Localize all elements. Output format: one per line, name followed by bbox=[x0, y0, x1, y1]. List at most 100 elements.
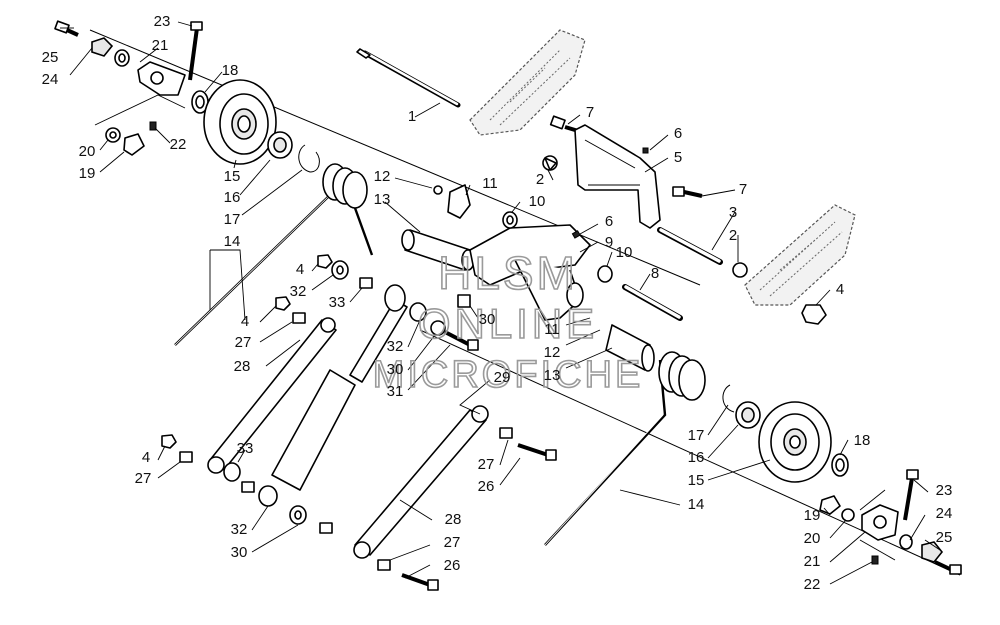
bushing-32-lower bbox=[241, 481, 255, 493]
callout-14: 14 bbox=[688, 496, 705, 513]
nut-4-mid-left bbox=[275, 296, 291, 311]
snap-ring-17-upper bbox=[298, 144, 320, 173]
callout-16: 16 bbox=[224, 189, 241, 206]
bushing-33-upper bbox=[359, 277, 373, 289]
callout-28: 28 bbox=[445, 511, 462, 528]
rocker-arm-9 bbox=[469, 224, 591, 321]
callout-9: 9 bbox=[605, 234, 613, 251]
callout-33: 33 bbox=[329, 294, 346, 311]
washer-12-upper bbox=[433, 185, 443, 195]
bushing-27-center bbox=[499, 427, 513, 439]
callout-27: 27 bbox=[235, 334, 252, 351]
callout-24: 24 bbox=[936, 505, 953, 522]
rail-upper bbox=[469, 29, 586, 136]
callout-15: 15 bbox=[224, 168, 241, 185]
mount-bracket-5 bbox=[574, 124, 661, 229]
callout-23: 23 bbox=[154, 13, 171, 30]
callout-4: 4 bbox=[142, 449, 150, 466]
callout-6: 6 bbox=[674, 125, 682, 142]
bushing-20-lower bbox=[841, 508, 855, 522]
spacer-30-center bbox=[457, 294, 471, 308]
callout-33: 33 bbox=[237, 440, 254, 457]
rod-8 bbox=[622, 284, 683, 321]
torsion-spring-14-left bbox=[174, 163, 374, 346]
bolt-7-lower bbox=[672, 186, 703, 198]
bushing-2-upper bbox=[542, 155, 558, 171]
callout-10: 10 bbox=[529, 193, 546, 210]
callout-29: 29 bbox=[494, 369, 511, 386]
bumper-11-upper bbox=[447, 184, 471, 219]
bushing-21-upper bbox=[114, 49, 130, 67]
bushing-27-upper-left bbox=[292, 312, 306, 324]
leader-lines bbox=[60, 21, 941, 585]
pivot-shaft-13 bbox=[401, 229, 475, 271]
callout-30: 30 bbox=[479, 311, 496, 328]
callout-1: 1 bbox=[408, 108, 416, 125]
washer-25-lower bbox=[921, 541, 944, 563]
callout-19: 19 bbox=[79, 165, 96, 182]
callout-22: 22 bbox=[804, 576, 821, 593]
callout-7: 7 bbox=[739, 181, 747, 198]
bushing-27-bottom bbox=[377, 559, 391, 571]
snap-ring-17-lower bbox=[722, 384, 735, 413]
callout-20: 20 bbox=[79, 143, 96, 160]
callout-28: 28 bbox=[234, 358, 251, 375]
shaft-3 bbox=[657, 227, 723, 265]
callout-31: 31 bbox=[387, 383, 404, 400]
pin-6-upper bbox=[642, 147, 649, 154]
link-arm-28-left bbox=[207, 317, 337, 474]
rod-1 bbox=[356, 48, 461, 108]
callout-18: 18 bbox=[854, 432, 871, 449]
callout-24: 24 bbox=[42, 71, 59, 88]
callout-labels: 25 24 23 21 18 20 19 22 15 16 17 14 1 7 … bbox=[42, 13, 953, 593]
watermark-line-1: HLSM bbox=[438, 247, 578, 299]
bushing-27-lower-left bbox=[179, 451, 193, 463]
callout-20: 20 bbox=[804, 530, 821, 547]
spacer-18-upper bbox=[191, 90, 209, 114]
bracket-21-upper bbox=[137, 61, 186, 96]
nut-4-lower-left bbox=[161, 434, 177, 449]
callout-19: 19 bbox=[804, 507, 821, 524]
nut-4-upper-left bbox=[317, 254, 333, 269]
callout-17: 17 bbox=[688, 427, 705, 444]
pin-19-upper bbox=[123, 133, 145, 156]
callout-4: 4 bbox=[241, 313, 249, 330]
callout-27: 27 bbox=[478, 456, 495, 473]
callout-26: 26 bbox=[478, 478, 495, 495]
callout-17: 17 bbox=[224, 211, 241, 228]
callout-22: 22 bbox=[170, 136, 187, 153]
callout-11: 11 bbox=[482, 175, 498, 192]
bolt-26-center bbox=[517, 443, 557, 461]
callout-32: 32 bbox=[231, 521, 248, 538]
washer-32-upper-left bbox=[331, 260, 349, 280]
washer-32-lower bbox=[258, 485, 278, 507]
callout-13: 13 bbox=[544, 367, 561, 384]
callout-10: 10 bbox=[616, 244, 633, 261]
callout-4: 4 bbox=[296, 261, 304, 278]
shock-absorber-29 bbox=[271, 284, 408, 491]
callout-14: 14 bbox=[224, 233, 241, 250]
idler-wheel-15-upper bbox=[203, 79, 277, 165]
bracket-21-lower bbox=[861, 504, 899, 541]
link-arm-28-right bbox=[353, 405, 489, 559]
spacer-18-lower bbox=[831, 453, 849, 477]
callout-2: 2 bbox=[729, 227, 737, 244]
watermark-line-3: MICROFICHE bbox=[373, 354, 644, 396]
callout-8: 8 bbox=[651, 265, 659, 282]
callout-7: 7 bbox=[586, 104, 594, 121]
torsion-spring-14-right bbox=[544, 351, 706, 546]
washer-24-upper bbox=[91, 37, 114, 57]
idler-wheel-15-lower bbox=[758, 401, 832, 483]
bracket-outline-upper bbox=[94, 94, 186, 126]
callout-23: 23 bbox=[936, 482, 953, 499]
callout-30: 30 bbox=[387, 361, 404, 378]
callout-11: 11 bbox=[544, 321, 560, 338]
callout-27: 27 bbox=[135, 470, 152, 487]
pin-6-center bbox=[571, 230, 581, 239]
bolt-25-lower bbox=[934, 560, 962, 575]
callout-26: 26 bbox=[444, 557, 461, 574]
bolt-31 bbox=[430, 320, 479, 351]
callout-32: 32 bbox=[387, 338, 404, 355]
callout-27: 27 bbox=[444, 534, 461, 551]
